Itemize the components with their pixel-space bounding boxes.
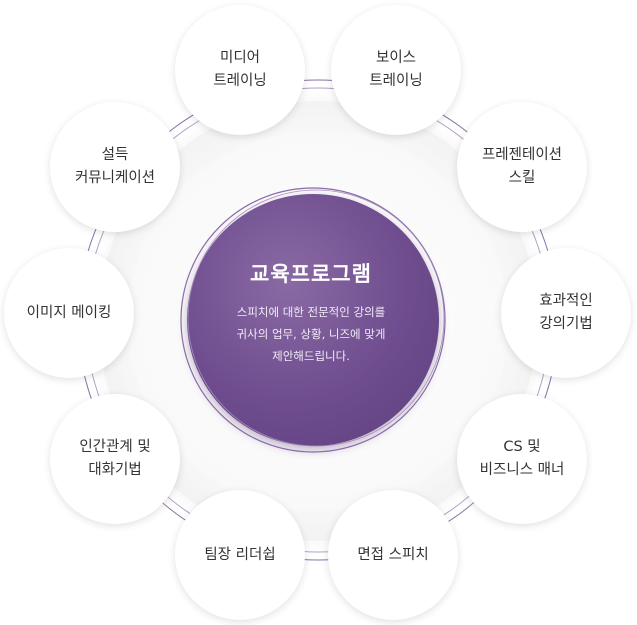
node-label-line: 이미지 메이킹 — [26, 304, 112, 321]
center-disc — [187, 194, 439, 446]
node-label-line: CS 및 — [503, 439, 541, 455]
node-label-line: 비즈니스 매너 — [479, 462, 565, 478]
node-image-making[interactable]: 이미지 메이킹 — [4, 248, 134, 378]
node-voice-training[interactable]: 보이스 트레이닝 — [331, 5, 461, 135]
node-label-line: 트레이닝 — [213, 73, 267, 89]
node-label-line: 프레젠테이션 — [481, 147, 563, 163]
node-label-line: 대화기법 — [88, 462, 142, 478]
node-relationship-conversation[interactable]: 인간관계 및 대화기법 — [50, 394, 180, 524]
node-label-line: 커뮤니케이션 — [74, 170, 156, 186]
node-label-line: 팀장 리더쉽 — [204, 546, 276, 563]
node-interview-speech[interactable]: 면접 스피치 — [328, 490, 458, 620]
node-cs-business-manner[interactable]: CS 및 비즈니스 매너 — [457, 394, 587, 524]
node-label-line: 보이스 — [375, 50, 417, 66]
node-label-line: 효과적인 — [539, 293, 593, 309]
node-label-line: 면접 스피치 — [357, 546, 429, 563]
node-presentation-skill[interactable]: 프레젠테이션 스킬 — [457, 102, 587, 232]
node-effective-lecture[interactable]: 효과적인 강의기법 — [501, 248, 631, 378]
node-label-line: 설득 — [101, 147, 129, 163]
node-label-line: 스킬 — [508, 170, 536, 186]
node-label-line: 강의기법 — [539, 316, 593, 332]
node-label-line: 인간관계 및 — [79, 439, 151, 455]
node-persuasive-communication[interactable]: 설득 커뮤니케이션 — [50, 102, 180, 232]
node-team-leadership[interactable]: 팀장 리더쉽 — [175, 490, 305, 620]
node-media-training[interactable]: 미디어 트레이닝 — [175, 5, 305, 135]
node-label-line: 미디어 — [219, 50, 261, 66]
node-label-line: 트레이닝 — [369, 73, 423, 89]
